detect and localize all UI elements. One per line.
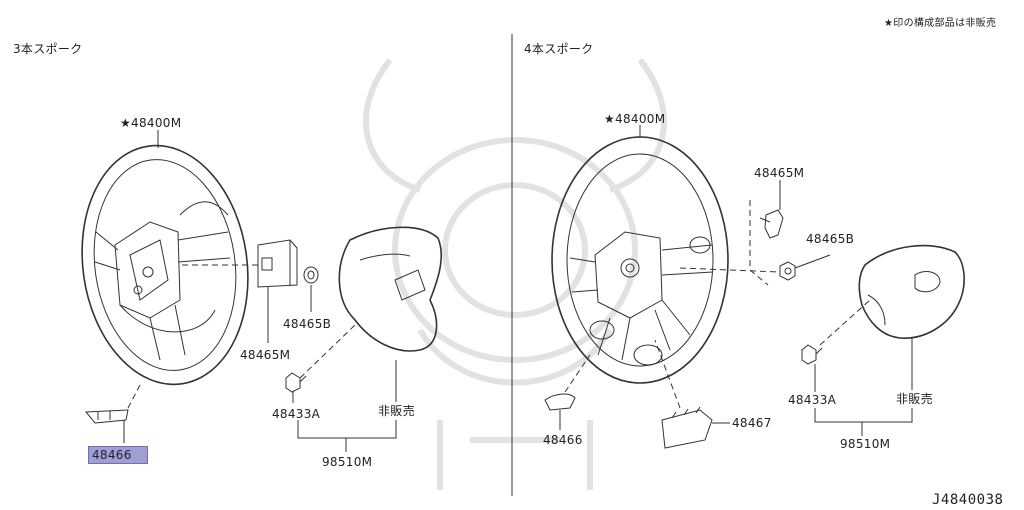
label-right-48465M[interactable]: 48465M [754, 166, 805, 180]
label-right-48467[interactable]: 48467 [732, 416, 772, 430]
label-right-48465B[interactable]: 48465B [806, 232, 855, 246]
label-left-not-sold: 非販売 [378, 404, 415, 418]
right-finisher-part [544, 393, 576, 411]
right-bolt-part [801, 344, 823, 365]
left-bolt-part [285, 372, 307, 393]
left-horn-switch-part [257, 239, 298, 288]
label-right-wheel[interactable]: ★48400M [604, 112, 666, 126]
label-right-48433A[interactable]: 48433A [788, 393, 837, 407]
left-finisher-part [84, 409, 129, 424]
label-left-48465M[interactable]: 48465M [240, 348, 291, 362]
leader-48465B-right [794, 254, 831, 269]
label-right-not-sold: 非販売 [896, 392, 933, 406]
right-airbag-module [858, 244, 965, 339]
left-panel-title: 3本スポーク [13, 42, 83, 56]
label-left-48465B[interactable]: 48465B [283, 317, 332, 331]
leader-dash-right-1 [679, 267, 781, 273]
diagram-code: J4840038 [932, 492, 1004, 508]
label-left-48466-highlighted[interactable]: 48466 [88, 446, 148, 464]
bracket-98510M-right [814, 408, 913, 436]
leader-dash-left-3 [127, 384, 141, 409]
bracket-98510M-left [297, 420, 397, 452]
label-right-98510M[interactable]: 98510M [840, 437, 891, 451]
label-right-48466[interactable]: 48466 [543, 433, 583, 447]
leader-dash-right-3 [819, 299, 871, 346]
watermark-emblem [363, 58, 667, 490]
label-left-98510M[interactable]: 98510M [322, 455, 373, 469]
right-nut-part [779, 261, 796, 281]
right-cover-part [661, 406, 713, 449]
left-nut-part [303, 266, 319, 284]
leader-dash-left-2 [299, 324, 356, 379]
label-left-48433A[interactable]: 48433A [272, 407, 321, 421]
leader-dash-right-5 [654, 339, 681, 409]
left-steering-wheel [81, 144, 249, 386]
right-horn-switch-part [759, 209, 784, 239]
leader-dash-right-2 [749, 200, 769, 286]
not-sold-note: ★印の構成部品は非販売 [884, 18, 997, 29]
right-panel-title: 4本スポーク [524, 42, 594, 56]
label-left-wheel[interactable]: ★48400M [120, 116, 182, 130]
left-airbag-module [338, 226, 443, 352]
leader-dash-right-4 [564, 354, 591, 393]
